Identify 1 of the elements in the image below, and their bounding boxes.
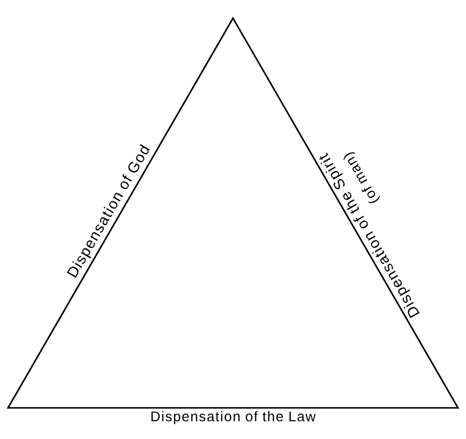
side-label: Dispensation of the Law: [151, 411, 316, 424]
